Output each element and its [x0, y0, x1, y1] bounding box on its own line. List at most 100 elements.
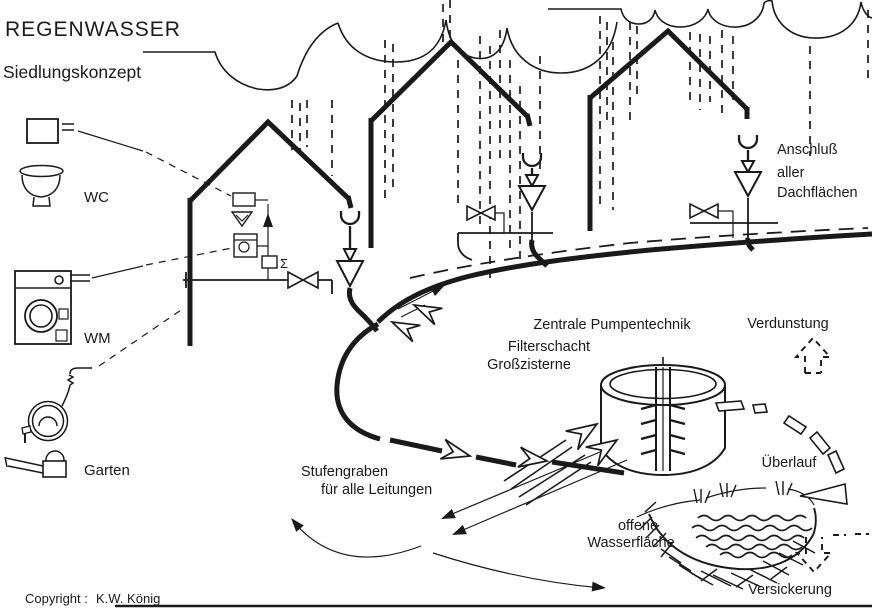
- author-label: K.W. König: [96, 591, 160, 606]
- hatch-stroke: [652, 532, 667, 548]
- overflow-label: Überlauf: [762, 453, 818, 471]
- trench-channel: [334, 321, 625, 476]
- hatch-stroke: [762, 560, 790, 576]
- down-flow-arrow: [342, 248, 358, 264]
- garden-label: Garten: [84, 462, 130, 479]
- grass-stroke: [719, 482, 724, 498]
- central-pump-label: Zentrale Pumpentechnik: [533, 317, 691, 333]
- valve-icon: [287, 270, 305, 290]
- flow-arrowhead: [291, 518, 304, 532]
- hatch-stroke: [639, 516, 653, 530]
- pond: [636, 480, 817, 590]
- wave-line: [695, 534, 805, 542]
- wc-tank-icon: [26, 118, 232, 197]
- grass-stroke: [693, 488, 698, 504]
- water-waves: [691, 514, 813, 559]
- open-water-label: Wasserfläche: [587, 535, 674, 551]
- hatch-stroke: [700, 570, 732, 587]
- grass-tufts: [693, 480, 793, 504]
- flow-arrow-outline: [439, 438, 473, 460]
- cistern-ladder: [640, 357, 686, 471]
- wave-line: [705, 543, 803, 551]
- hatch-stroke: [668, 556, 692, 572]
- evaporation-arrow: [793, 336, 833, 374]
- house-2: [368, 38, 553, 268]
- bank-hatching: [639, 501, 816, 590]
- flow-arrow-outline: [565, 422, 600, 451]
- roof-connection-label: Dachflächen: [777, 185, 858, 201]
- down-flow-arrow: [524, 174, 540, 189]
- infiltration-arrow: [794, 533, 869, 574]
- page-title: REGENWASSER: [5, 18, 181, 41]
- return-lines: [292, 286, 628, 589]
- hatch-stroke: [748, 568, 778, 584]
- overflow-arrow: [714, 400, 846, 475]
- wc-cistern-symbol: [232, 192, 256, 207]
- hatch-stroke: [735, 574, 754, 588]
- wm-symbol: [233, 233, 258, 258]
- hatch-stroke: [770, 566, 788, 580]
- garden-hose-icon: [21, 307, 185, 443]
- rain-dashes: [291, 0, 869, 278]
- hatch-stroke: [660, 548, 682, 564]
- downpipe-funnel: [737, 135, 759, 150]
- large-cistern-label: Großzisterne: [487, 357, 571, 373]
- flow-arrow-outline: [389, 320, 421, 343]
- house-3: [587, 27, 778, 252]
- cistern: [600, 357, 726, 477]
- water-meter-symbol: [261, 255, 278, 269]
- down-flow-arrow: [517, 185, 547, 213]
- downpipe-funnel: [521, 153, 543, 168]
- flow-arrow-outline: [517, 446, 550, 468]
- down-flow-arrow: [740, 160, 756, 175]
- collector-main-pipe: [376, 227, 872, 324]
- house-1: [183, 118, 379, 346]
- trench-label: für alle Leitungen: [321, 482, 432, 498]
- flow-arrowhead: [452, 524, 467, 535]
- flow-arrowhead: [430, 285, 445, 296]
- wave-line: [719, 551, 793, 559]
- down-flow-arrow: [733, 171, 763, 199]
- grass-stroke: [730, 484, 737, 498]
- wave-line: [691, 524, 813, 532]
- valve-icon: [702, 202, 719, 220]
- trench-label: Stufengraben: [301, 464, 388, 480]
- valve-icon: [689, 202, 706, 220]
- valve-icon: [466, 204, 483, 222]
- hatch-stroke: [690, 572, 714, 586]
- meter-symbol-label: Σ: [280, 256, 288, 271]
- flow-up-arrow: [263, 213, 273, 227]
- flow-arrowhead: [441, 508, 456, 519]
- wm-label: WM: [84, 330, 111, 347]
- hatch-stroke: [712, 574, 744, 590]
- wave-line: [697, 514, 807, 522]
- down-flow-arrow: [335, 260, 365, 289]
- grass-stroke: [786, 482, 793, 496]
- collector-dashed-line: [409, 227, 869, 279]
- wc-label: WC: [84, 189, 109, 206]
- hatch-stroke: [660, 541, 674, 558]
- valve-icon: [301, 270, 319, 290]
- roof-connection-label: Anschluß: [777, 142, 838, 158]
- valve-icon: [479, 204, 496, 222]
- evaporation-label: Verdunstung: [747, 316, 828, 332]
- open-water-label: offene: [618, 518, 658, 534]
- downpipe-funnel: [339, 211, 361, 226]
- infiltration-label: Versickerung: [748, 582, 832, 598]
- page-subtitle: Siedlungskonzept: [3, 62, 141, 82]
- flow-arrowhead: [591, 581, 606, 592]
- hatch-stroke: [645, 524, 660, 539]
- hatch-stroke: [792, 540, 816, 554]
- flow-arrow-outline: [411, 303, 443, 326]
- wc-bowl-symbol: [230, 211, 254, 228]
- flow-arrow-outline: [585, 438, 620, 467]
- hatch-stroke: [700, 568, 718, 582]
- watering-can-icon: [4, 450, 67, 478]
- hatch-stroke: [778, 552, 804, 566]
- copyright-label: Copyright :: [25, 591, 88, 606]
- filter-shaft-label: Filterschacht: [508, 339, 590, 355]
- rain-cloud-icon: [143, 0, 872, 91]
- grass-stroke: [704, 490, 711, 504]
